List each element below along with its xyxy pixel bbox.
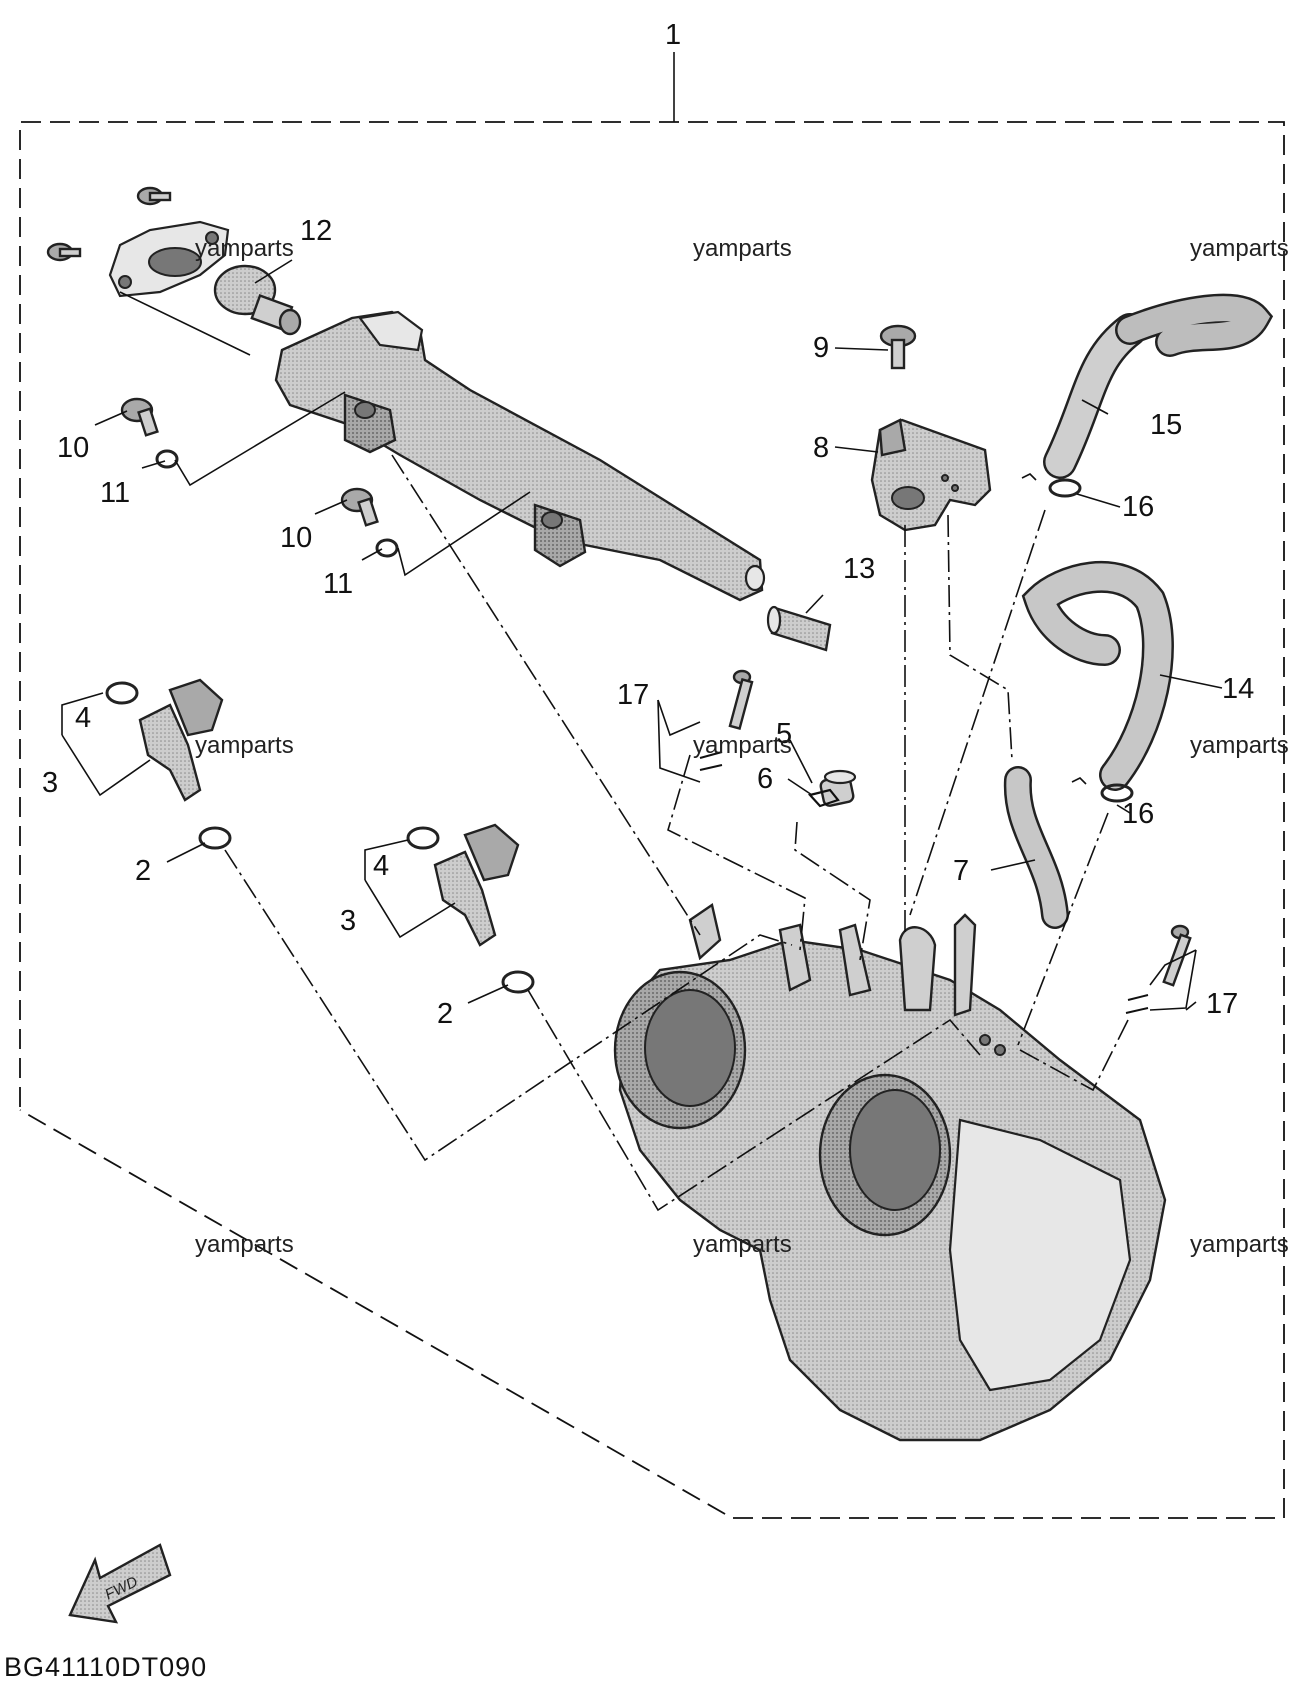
- fuel-delivery-pipe: [274, 310, 766, 602]
- callout-4: 4: [373, 850, 389, 882]
- watermark-text: yamparts: [195, 1231, 294, 1258]
- bolt-icon: [879, 324, 917, 370]
- sensor-bracket: [870, 418, 992, 532]
- pipe-holder-plate: [108, 220, 230, 298]
- washer-icon: [375, 538, 399, 558]
- watermark-text: yamparts: [195, 235, 294, 262]
- callout-4: 4: [75, 702, 91, 734]
- screw-icon: [136, 186, 172, 206]
- callout-6: 6: [757, 763, 773, 795]
- callout-16: 16: [1122, 798, 1154, 830]
- fwd-arrow-icon: FWD: [68, 1543, 172, 1624]
- callout-2: 2: [135, 855, 151, 887]
- diagram-code: BG41110DT090: [4, 1652, 207, 1682]
- screw-icon: [1162, 924, 1192, 987]
- callout-labels: 1 12 9 8 15 10 11 16 10 11 13 14 17 4 5 …: [42, 19, 1254, 1030]
- hose-clamp-icon: [1100, 783, 1134, 803]
- watermark-text: yamparts: [1190, 235, 1289, 262]
- callout-9: 9: [813, 332, 829, 364]
- screw-icon: [46, 242, 82, 262]
- hose-clamp-icon: [1048, 478, 1082, 498]
- hose-14: [1021, 560, 1174, 791]
- bolt-icon: [120, 397, 159, 437]
- callout-10: 10: [280, 522, 312, 554]
- callout-3: 3: [42, 767, 58, 799]
- callout-8: 8: [813, 432, 829, 464]
- cap-5: [819, 769, 857, 807]
- watermark-text: yamparts: [693, 732, 792, 759]
- hose-15: [1043, 293, 1274, 479]
- leader-lines: [61, 259, 1223, 1011]
- callout-5: 5: [776, 718, 792, 750]
- screw-icon: [728, 669, 754, 730]
- callout-2: 2: [437, 998, 453, 1030]
- watermark-text: yamparts: [195, 732, 294, 759]
- throttle-body: [613, 903, 1167, 1442]
- alignment-chains: [224, 454, 1129, 1212]
- callout-11: 11: [100, 477, 130, 509]
- callout-3: 3: [340, 905, 356, 937]
- watermark-text: yamparts: [693, 1231, 792, 1258]
- hose-7: [1003, 766, 1069, 929]
- callout-17: 17: [617, 679, 649, 711]
- callout-16: 16: [1122, 491, 1154, 523]
- callout-17: 17: [1206, 988, 1238, 1020]
- callout-11: 11: [323, 568, 353, 600]
- fuel-injector: [105, 678, 232, 850]
- callout-10: 10: [57, 432, 89, 464]
- callout-15: 15: [1150, 409, 1182, 441]
- callout-13: 13: [843, 553, 875, 585]
- pressure-damper: [213, 264, 302, 336]
- watermark-text: yamparts: [693, 235, 792, 262]
- bolt-icon: [340, 487, 379, 527]
- clip-icon: [807, 788, 840, 808]
- fuel-injector: [406, 823, 535, 994]
- watermarks: yamparts yamparts yamparts yamparts yamp…: [195, 235, 1289, 1258]
- washer-icon: [155, 449, 179, 469]
- callout-14: 14: [1222, 673, 1254, 705]
- callout-12: 12: [300, 215, 332, 247]
- watermark-text: yamparts: [1190, 732, 1289, 759]
- watermark-text: yamparts: [1190, 1231, 1289, 1258]
- callout-1: 1: [665, 19, 681, 51]
- callout-7: 7: [953, 855, 969, 887]
- hose-short: [766, 605, 832, 652]
- assembly-frame: [19, 52, 1285, 1519]
